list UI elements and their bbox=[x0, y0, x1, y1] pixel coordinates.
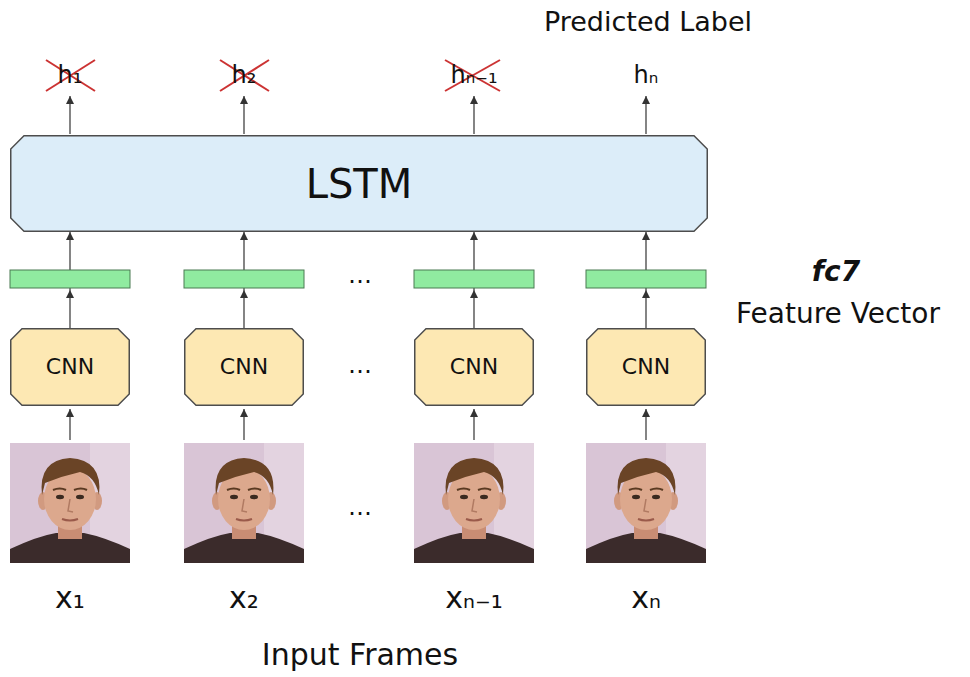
cross-line bbox=[46, 60, 95, 91]
input-arrow bbox=[473, 409, 474, 440]
face-frame bbox=[10, 443, 130, 563]
cnn-block: CNN bbox=[586, 328, 706, 406]
feature-vector-bar bbox=[10, 270, 130, 288]
input-arrows bbox=[70, 409, 646, 440]
layer-name: fc7 bbox=[812, 256, 860, 288]
node-label: LSTM bbox=[306, 161, 413, 207]
output-arrows bbox=[70, 96, 646, 134]
cross-line bbox=[445, 60, 500, 91]
box-shape bbox=[11, 136, 708, 232]
output-label: h₂ bbox=[232, 62, 257, 90]
cross-out bbox=[46, 60, 500, 91]
box-shape bbox=[11, 329, 130, 406]
input-label: xₙ bbox=[631, 581, 661, 616]
node-label: CNN bbox=[220, 354, 268, 379]
input-arrow bbox=[243, 409, 244, 440]
output-label: hₙ₋₁ bbox=[450, 62, 497, 90]
box-shape bbox=[415, 329, 534, 406]
output-heading: Predicted Label bbox=[544, 6, 752, 37]
node-label: CNN bbox=[622, 354, 670, 379]
face-frame bbox=[414, 443, 534, 563]
axis-caption: Input Frames bbox=[262, 638, 458, 673]
input-label: x₂ bbox=[229, 581, 259, 616]
output-arrow bbox=[645, 96, 646, 134]
input-arrow bbox=[645, 409, 646, 440]
cross-line bbox=[445, 60, 500, 91]
cnn-block: CNN bbox=[414, 328, 534, 406]
cross-line bbox=[46, 60, 95, 91]
output-label: h₁ bbox=[58, 62, 83, 90]
box-shape bbox=[185, 329, 304, 406]
face-frame bbox=[184, 443, 304, 563]
ellipsis: … bbox=[348, 494, 372, 522]
node-label: CNN bbox=[450, 354, 498, 379]
cnn-block: CNN bbox=[184, 328, 304, 406]
output-arrow bbox=[473, 96, 474, 134]
feature-vector-bar bbox=[184, 270, 304, 288]
output-arrow bbox=[243, 96, 244, 134]
node-label: CNN bbox=[46, 354, 94, 379]
feature-vector-bar bbox=[586, 270, 706, 288]
cnn-block: CNN bbox=[10, 328, 130, 406]
layer-description: Feature Vector bbox=[736, 298, 940, 330]
input-label: x₁ bbox=[55, 581, 85, 616]
output-arrow bbox=[69, 96, 70, 134]
input-arrow bbox=[69, 409, 70, 440]
arrow-head bbox=[240, 290, 248, 298]
ellipsis: … bbox=[348, 352, 372, 380]
ellipsis: … bbox=[348, 262, 372, 290]
arrow-head bbox=[470, 290, 478, 298]
feature-vector-bar bbox=[414, 270, 534, 288]
face-frame bbox=[586, 443, 706, 563]
box-shape bbox=[587, 329, 706, 406]
lstm-layer: LSTM bbox=[10, 135, 708, 232]
arrow-head bbox=[66, 290, 74, 298]
arrow-head bbox=[642, 290, 650, 298]
output-label: hₙ bbox=[634, 62, 659, 90]
cross-line bbox=[220, 60, 269, 91]
input-label: xₙ₋₁ bbox=[445, 581, 503, 616]
cross-line bbox=[220, 60, 269, 91]
